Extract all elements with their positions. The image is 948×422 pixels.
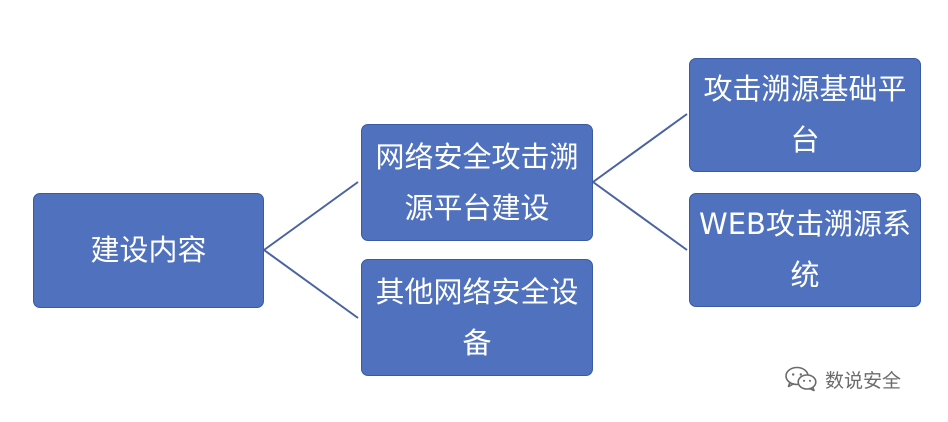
wechat-icon (784, 365, 818, 393)
connector-mid-1-to-leaf-2 (592, 181, 688, 251)
node-root: 建设内容 (33, 193, 264, 308)
node-leaf-1: 攻击溯源基础平台 (689, 58, 921, 172)
node-leaf-2-label: WEB攻击溯源系统 (699, 207, 911, 292)
node-mid-2: 其他网络安全设备 (361, 259, 593, 376)
node-mid-2-label: 其他网络安全设备 (375, 274, 579, 360)
node-mid-1: 网络安全攻击溯源平台建设 (361, 124, 593, 241)
node-mid-1-label: 网络安全攻击溯源平台建设 (375, 139, 579, 225)
connector-root-to-mid-1 (263, 181, 359, 251)
node-leaf-2: WEB攻击溯源系统 (689, 193, 921, 307)
node-leaf-1-label: 攻击溯源基础平台 (703, 72, 907, 157)
watermark-text: 数说安全 (825, 369, 902, 392)
node-root-label: 建设内容 (90, 233, 207, 267)
connector-mid-1-to-leaf-1 (592, 113, 688, 183)
watermark: 数说安全 (784, 364, 901, 394)
connector-root-to-mid-2 (263, 249, 359, 319)
